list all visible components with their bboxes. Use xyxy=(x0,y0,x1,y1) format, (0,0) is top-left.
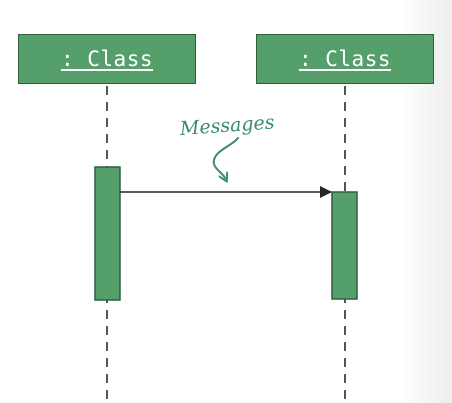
lifeline-label-right: : Class xyxy=(298,47,391,71)
lifeline-head-left: : Class xyxy=(18,34,196,84)
lifeline-head-right: : Class xyxy=(256,34,434,84)
activation-bar-left xyxy=(94,166,121,301)
lifeline-label-left: : Class xyxy=(60,47,153,71)
activation-bar-right xyxy=(331,191,358,300)
annotation-pointer-icon xyxy=(212,137,239,178)
